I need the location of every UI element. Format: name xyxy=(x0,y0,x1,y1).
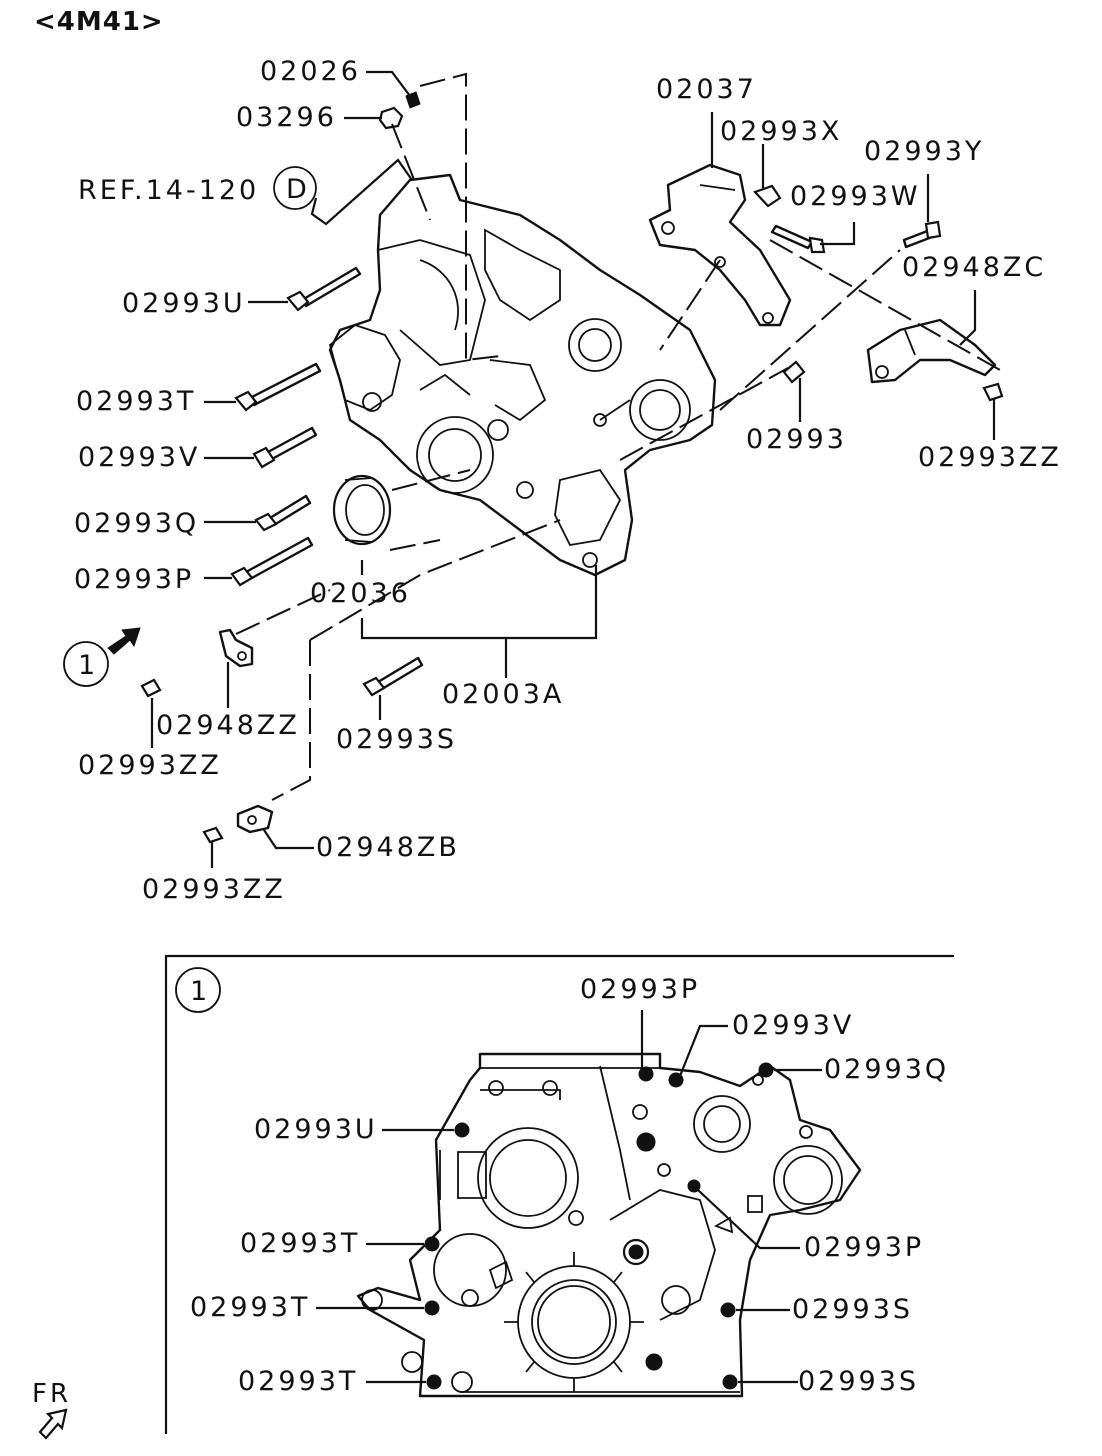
oil-seal xyxy=(332,474,392,546)
front-label: FR xyxy=(32,1379,71,1409)
bolt-02993zz-left xyxy=(140,678,162,698)
view-arrow-icon xyxy=(107,627,141,655)
nut-03296 xyxy=(378,106,404,130)
reference-leader xyxy=(310,158,413,226)
label-02993w: 02993W xyxy=(790,181,921,212)
label-02948zc: 02948ZC xyxy=(902,252,1046,283)
inset-callout-circle: 1 xyxy=(175,967,221,1013)
label-02036: 02036 xyxy=(310,578,411,609)
inset-label-02993p-top: 02993P xyxy=(580,974,700,1005)
inset-timing-case-front xyxy=(356,1052,862,1398)
inset-callout-number: 1 xyxy=(190,976,210,1007)
inset-label-02993t-1: 02993T xyxy=(240,1228,360,1259)
bracket-02037 xyxy=(648,163,792,327)
bracket-02948zz xyxy=(218,628,254,668)
label-02993zz-bottom: 02993ZZ xyxy=(142,874,286,905)
label-03296: 03296 xyxy=(236,102,337,133)
label-02993p: 02993P xyxy=(74,564,194,595)
label-02993q: 02993Q xyxy=(74,508,199,539)
inset-label-02993u: 02993U xyxy=(254,1114,378,1145)
inset-leader-lines xyxy=(316,1010,822,1384)
bolt-02993y xyxy=(902,220,942,249)
reference-circle: D xyxy=(273,166,317,210)
label-02993t: 02993T xyxy=(76,386,196,417)
centerlines xyxy=(235,72,1001,801)
label-02993x: 02993X xyxy=(720,116,842,147)
inset-label-02993s-2: 02993S xyxy=(798,1366,919,1397)
bolt-02993x xyxy=(753,184,782,208)
label-02993zz-left: 02993ZZ xyxy=(78,750,222,781)
bracket-02948zb xyxy=(236,804,274,834)
bolt-02993zz-bottom xyxy=(202,826,224,844)
label-02993y: 02993Y xyxy=(864,136,984,167)
reference-label: REF.14-120 xyxy=(78,175,259,206)
bolt-02993q xyxy=(254,494,312,532)
label-02948zb: 02948ZB xyxy=(316,832,460,863)
bracket-02948zc xyxy=(866,318,997,384)
reference-letter: D xyxy=(286,174,310,205)
view-callout-circle: 1 xyxy=(63,641,109,687)
bolt-02993t xyxy=(234,362,322,412)
view-callout-number: 1 xyxy=(78,650,98,681)
bolt-02993w xyxy=(770,224,826,254)
inset-bolt-heads xyxy=(424,1062,774,1390)
front-arrow-icon xyxy=(38,1408,68,1440)
bolt-02993p xyxy=(230,536,314,587)
label-02993u: 02993U xyxy=(122,288,246,319)
inset-label-02993q: 02993Q xyxy=(824,1054,949,1085)
label-02948zz: 02948ZZ xyxy=(156,710,300,741)
inset-label-02993t-2: 02993T xyxy=(190,1292,310,1323)
label-02993zz-right: 02993ZZ xyxy=(918,442,1062,473)
label-02037: 02037 xyxy=(656,74,757,105)
inset-label-02993s-1: 02993S xyxy=(792,1294,913,1325)
label-02993v: 02993V xyxy=(78,442,200,473)
label-02026: 02026 xyxy=(260,56,361,87)
inset-label-02993v: 02993V xyxy=(732,1010,854,1041)
label-02003a: 02003A xyxy=(442,679,564,710)
engine-code-header: <4M41> xyxy=(34,7,164,37)
bolt-02993s xyxy=(362,656,424,697)
leader-lines xyxy=(150,70,996,868)
inset-label-02993t-3: 02993T xyxy=(238,1366,358,1397)
bolt-02993zz-right xyxy=(982,382,1004,402)
timing-case-cover xyxy=(328,173,717,577)
bolt-02993v xyxy=(252,426,318,469)
inset-label-02993p-mid: 02993P xyxy=(804,1232,924,1263)
bolt-02993u xyxy=(286,266,362,312)
inset-frame xyxy=(164,954,954,1434)
bolt-02993 xyxy=(782,360,806,384)
label-02993s: 02993S xyxy=(336,724,457,755)
label-02993: 02993 xyxy=(746,424,847,455)
